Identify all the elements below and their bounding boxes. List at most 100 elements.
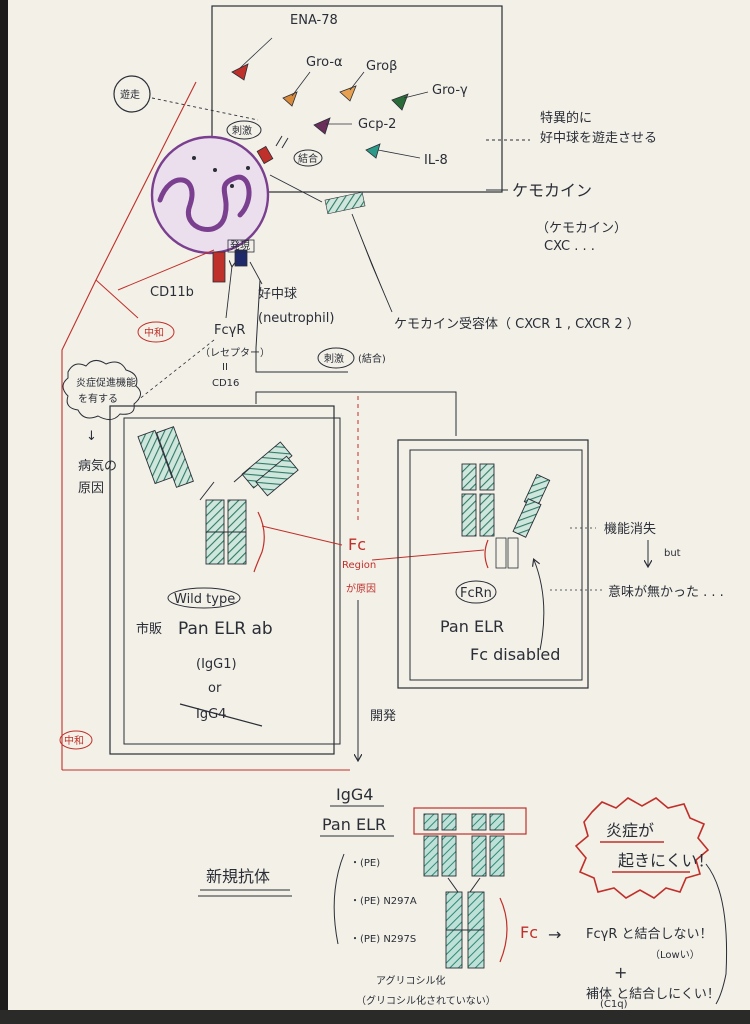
fcrn-label: FcRn [460, 586, 492, 601]
but-label: but [664, 548, 681, 559]
wildtype-inner-box [123, 417, 341, 745]
migrate-dotted [151, 97, 259, 121]
wildtype-fc-bracket [253, 511, 265, 573]
split-bracket [255, 391, 457, 436]
cd16-label: CD16 [212, 378, 239, 389]
inflam-cloud [62, 360, 141, 420]
gro-beta-triangle [339, 85, 357, 102]
novel-ab-label: 新規抗体 [206, 867, 270, 886]
variant1-label: ・(PE) [350, 858, 380, 869]
neutrophil-jp-label: 好中球 [258, 287, 297, 302]
receptor-tail [275, 135, 289, 149]
new-antibody [423, 813, 505, 969]
specific-label-line2: 好中球を遊走させる [540, 131, 657, 146]
arrow-down: ↓ [86, 429, 97, 444]
chemokine-box [211, 5, 503, 193]
neutrophil-cell [150, 135, 270, 255]
il8-label: IL-8 [424, 153, 448, 168]
stim-line [255, 279, 348, 373]
neutralize2-circle [59, 730, 93, 750]
fc-disabled-box [397, 439, 589, 689]
fcrn-arrow [534, 560, 545, 651]
igg4-label: IgG4 [336, 785, 373, 804]
red-feedback-line [61, 81, 197, 770]
granule [246, 166, 250, 170]
migrate-circle [113, 75, 151, 113]
gro-alpha-triangle [282, 91, 298, 107]
chemokine-receptor-hatch [324, 191, 366, 215]
comp-prefix-label: 市販 [136, 621, 162, 637]
inflam-dotted [137, 339, 215, 401]
fc-region-line1: Fc [348, 535, 366, 554]
variant2-label: ・(PE) N297A [350, 896, 417, 907]
bind-paren-label: (結合) [358, 352, 386, 365]
inflam-wish-bracket [705, 863, 728, 1005]
ena78-pointer [239, 37, 273, 69]
wildtype-box [109, 405, 335, 755]
receptor-label: ケモカイン受容体（ CXCR 1 , CXCR 2 ） [394, 316, 640, 332]
gro-alpha-label: Gro-α [306, 55, 343, 70]
cause-label-line2: 原因 [78, 481, 104, 496]
fc-label: Fc [520, 923, 538, 942]
expression-box [227, 239, 255, 253]
granule [230, 184, 234, 188]
wildtype-antibody [137, 426, 299, 565]
meaningless-label: 意味が無かった . . . [608, 584, 724, 600]
gcp2-triangle [313, 117, 331, 135]
aglyco-paren-label: （グリコシル化されていない） [356, 994, 496, 1007]
desk-edge [0, 1010, 750, 1024]
red-neutralize-pointer [95, 279, 139, 319]
neutralize2-label: 中和 [64, 734, 84, 747]
c1q-label: (C1q) [600, 999, 628, 1010]
bind-circle [293, 149, 323, 167]
igg4-strike-line [179, 703, 263, 727]
stimulate-label: 刺激 [232, 124, 252, 137]
red-line-to-cd11b [117, 249, 215, 291]
chemokine-cxc2-label: CXC . . . [544, 239, 595, 254]
pan-elr-label: Pan ELR [440, 617, 504, 636]
chemokine-label: ケモカイン [512, 181, 592, 200]
cd11b-label: CD11b [150, 285, 194, 300]
complement-label: 補体 と結合しにくい！ [586, 987, 720, 1002]
neutralize-label: 中和 [144, 326, 164, 339]
inflam-wish-line2: 起きにくい！ [618, 851, 714, 870]
cause-label-line1: 病気の [78, 458, 117, 474]
develop-label: 開発 [370, 709, 396, 724]
fc-region-links [261, 525, 485, 561]
fc-region-line2: Region [342, 560, 376, 571]
receptor-pointer-a [269, 174, 323, 203]
bind-label: 結合 [298, 152, 318, 165]
gro-gamma-label: Gro-γ [432, 83, 468, 98]
fcgr-marker [234, 249, 248, 267]
wild-type-circle [167, 587, 241, 609]
aglyco-label: アグリコシル化 [376, 974, 446, 987]
receptor-pointer-b [351, 213, 393, 313]
inflam-wish-line1: 炎症が [606, 821, 654, 840]
fc-disabled-inner-box [409, 449, 583, 681]
il8-triangle [365, 143, 381, 159]
cd11b-marker [212, 251, 226, 283]
chemokine-cxc-label: （ケモカイン） [536, 221, 627, 236]
fcgr-eq-label: II [222, 362, 228, 373]
expression-label: 発現 [230, 239, 250, 252]
granule [192, 156, 196, 160]
low-label: （Lowい） [650, 949, 700, 961]
il8-pointer [377, 149, 421, 159]
fcgr-pointer [225, 266, 232, 319]
wild-type-label: Wild type [174, 592, 235, 607]
pan-elr2-label: Pan ELR [322, 815, 386, 834]
fcgr-nobind-label: FcγR と結合しない！ [586, 927, 712, 942]
stimulate-cloud [226, 120, 262, 140]
or-label: or [208, 681, 222, 696]
fc-disabled-bracket [484, 539, 489, 569]
arrow-right: → [548, 925, 561, 944]
igg1-label: (IgG1) [196, 657, 237, 672]
plus-label: + [614, 963, 627, 982]
gro-alpha-pointer [291, 71, 311, 97]
fc-disabled-label: Fc disabled [470, 645, 560, 664]
activity-lost-label: 機能消失 [604, 522, 656, 537]
gro-gamma-pointer [403, 91, 429, 99]
granule [213, 168, 217, 172]
